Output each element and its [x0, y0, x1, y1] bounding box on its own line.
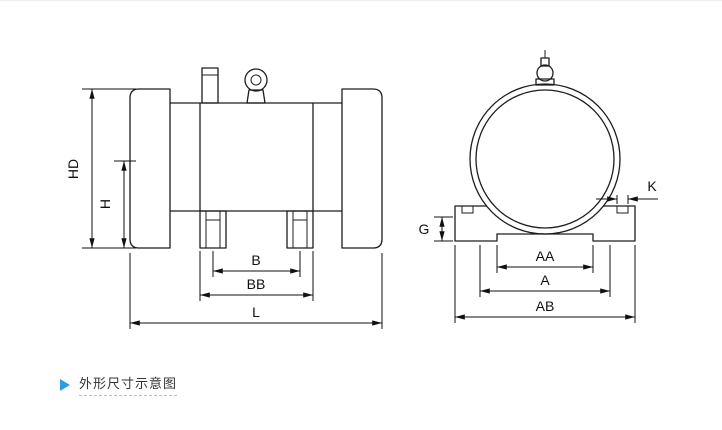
left-end-cap [129, 88, 171, 249]
dimension-g: G [419, 216, 453, 242]
dim-label-g: G [419, 221, 430, 237]
dimension-hd: HD [65, 88, 136, 249]
dimension-k: K [596, 178, 658, 204]
lifting-eye-end [535, 50, 555, 86]
lifting-eye-side [201, 67, 268, 104]
left-flange-slot [461, 206, 474, 214]
dim-label-b: B [251, 252, 260, 268]
dimension-h: H [97, 160, 136, 248]
caption-text: 外形尺寸示意图 [79, 373, 178, 396]
side-view: HD H B BB [65, 67, 383, 329]
right-foot [286, 210, 314, 249]
mounting-feet-side [199, 210, 314, 249]
dimension-a: A [479, 245, 611, 297]
dimension-b: B [212, 251, 301, 277]
base-bracket [454, 205, 636, 242]
dimension-l: L [129, 253, 383, 329]
eye-base-end [535, 78, 555, 86]
eye-ring-inner [250, 74, 262, 86]
dim-label-h: H [97, 199, 113, 209]
dimension-bb: BB [199, 251, 314, 301]
dim-label-hd: HD [65, 159, 81, 179]
eye-bolt-tip [540, 57, 550, 67]
eye-base [246, 89, 266, 104]
dim-label-bb: BB [247, 276, 266, 292]
dim-label-a: A [540, 272, 550, 288]
dim-label-aa: AA [536, 248, 555, 264]
eye-ring-end [536, 64, 554, 82]
left-foot [199, 210, 227, 249]
dim-label-ab: AB [536, 298, 555, 314]
dimension-ab: AB [454, 245, 636, 323]
motor-body-end [469, 83, 621, 235]
end-view: G K AA A [419, 50, 658, 323]
caption-triangle-icon [60, 378, 70, 391]
motor-body-side [129, 88, 383, 249]
caption: 外形尺寸示意图 [60, 373, 178, 396]
dimension-aa: AA [496, 245, 594, 273]
right-flange-slot [616, 206, 629, 214]
dim-label-l: L [252, 304, 260, 320]
terminal-stub [201, 67, 219, 104]
right-end-cap [341, 88, 383, 249]
dim-label-k: K [647, 178, 657, 194]
body-outer-circle [469, 83, 621, 235]
base-outline [454, 205, 636, 242]
body-inner-circle [475, 89, 615, 229]
eye-ring-outer [244, 68, 268, 92]
